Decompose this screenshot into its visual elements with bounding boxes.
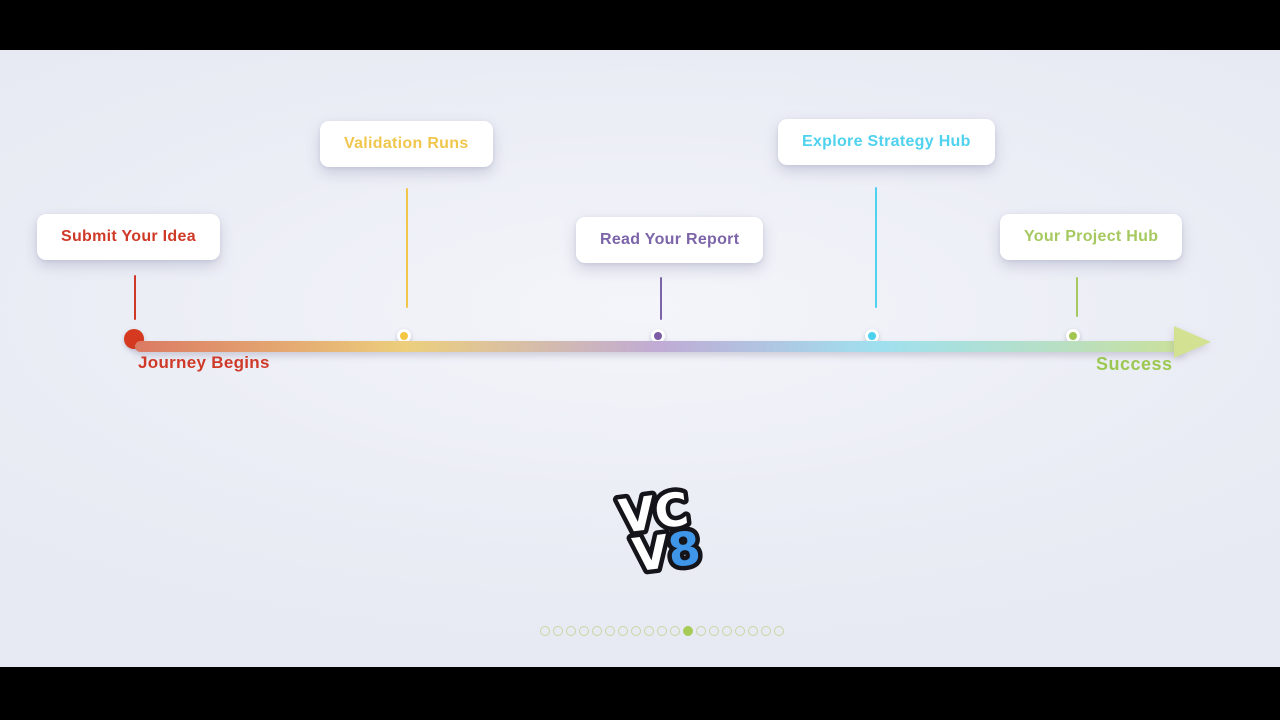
carousel-dot[interactable] [579,626,589,636]
letterbox-top [0,0,1280,50]
carousel-dot[interactable] [657,626,667,636]
logo-bottom-8: 8 [665,520,703,577]
logo-bottom-text: V8 [630,520,704,582]
milestone-label: Read Your Report [600,231,740,248]
carousel-dot[interactable] [761,626,771,636]
carousel-dot[interactable] [618,626,628,636]
carousel-dot[interactable] [722,626,732,636]
timeline-start-label: Journey Begins [138,353,270,372]
carousel-dot[interactable] [605,626,615,636]
carousel-dot[interactable] [644,626,654,636]
milestone-card-read-your-report: Read Your Report [576,217,764,263]
milestone-label: Submit Your Idea [61,228,196,245]
timeline-end-label: Success [1096,354,1173,374]
milestone-card-your-project-hub: Your Project Hub [1000,214,1183,260]
milestone-connector [875,187,877,308]
carousel-dot[interactable] [631,626,641,636]
vcv8-logo: VC V8 [612,477,708,586]
carousel-dot-active[interactable] [683,626,693,636]
carousel-pagination [540,626,784,636]
milestone-connector [406,188,408,308]
carousel-dot[interactable] [709,626,719,636]
letterbox-bottom [0,667,1280,720]
carousel-dot[interactable] [566,626,576,636]
carousel-dot[interactable] [696,626,706,636]
carousel-dot[interactable] [748,626,758,636]
milestone-label: Your Project Hub [1024,228,1159,245]
timeline-arrowhead-icon [1174,326,1211,358]
milestone-card-explore-strategy-hub: Explore Strategy Hub [778,119,995,165]
logo-top-text: VC [616,482,691,544]
carousel-dot[interactable] [774,626,784,636]
carousel-dot[interactable] [540,626,550,636]
slide-canvas: Submit Your Idea Validation Runs Read Yo… [0,50,1280,667]
carousel-dot[interactable] [735,626,745,636]
carousel-dot[interactable] [670,626,680,636]
milestone-connector [1076,277,1078,317]
milestone-label: Validation Runs [344,135,469,152]
timeline-bar [135,341,1183,352]
milestone-card-validation-runs: Validation Runs [320,121,493,167]
carousel-dot[interactable] [553,626,563,636]
milestone-connector [134,275,136,320]
milestone-card-submit-your-idea: Submit Your Idea [37,214,220,260]
carousel-dot[interactable] [592,626,602,636]
milestone-connector [660,277,662,320]
milestone-label: Explore Strategy Hub [802,133,971,150]
